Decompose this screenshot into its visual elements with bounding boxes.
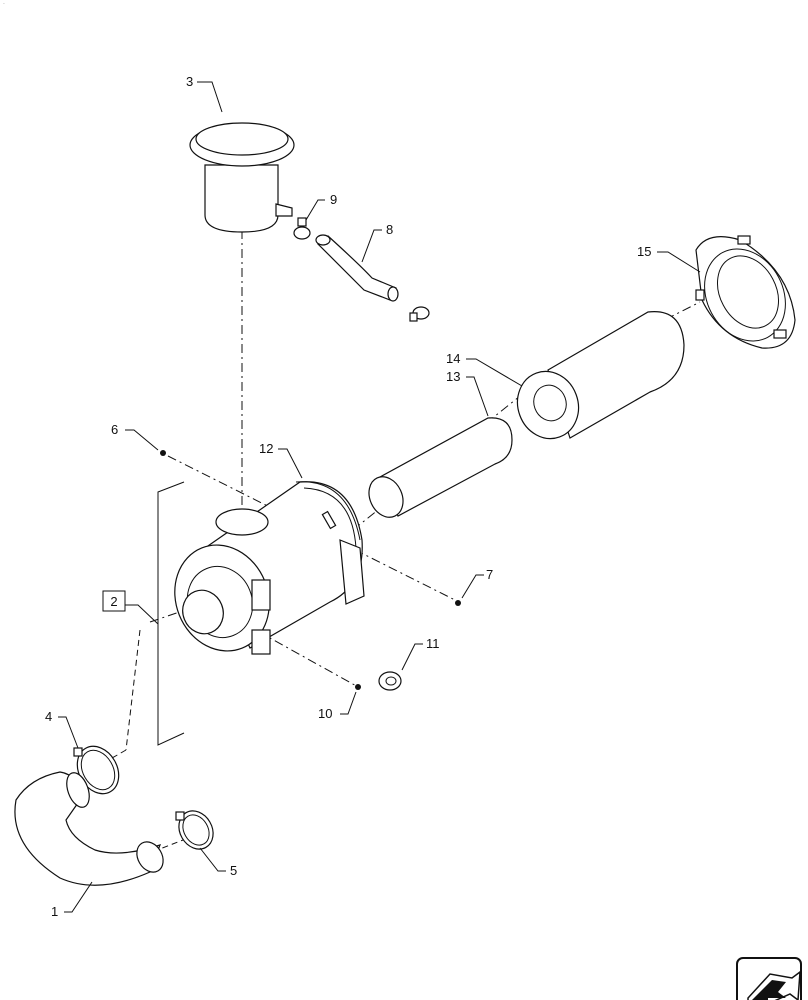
nav-arrow-fill <box>752 980 786 1000</box>
assembly-ref-leader <box>125 604 159 625</box>
assembly-ref-box: 2 <box>102 590 159 625</box>
housing-bracket-foot <box>251 629 271 655</box>
callout-15: 15 <box>637 244 651 259</box>
leader-15 <box>657 251 701 273</box>
leader-12 <box>278 448 303 479</box>
housing-outlet <box>182 589 224 635</box>
cover-opening <box>717 255 779 329</box>
housing-band-2 <box>303 487 357 549</box>
part-plug-11 <box>378 671 402 691</box>
part-safety-filter <box>368 417 513 518</box>
housing-latch <box>321 510 337 530</box>
leader-9 <box>305 199 325 221</box>
nut-7 <box>455 600 461 606</box>
callout-6: 6 <box>111 422 118 437</box>
elbow-hose-bottom-end <box>136 841 164 873</box>
part-housing <box>174 481 365 655</box>
precleaner-nipple <box>275 203 293 217</box>
clamp-9-screw <box>297 217 307 227</box>
cover-latch-left <box>695 289 705 301</box>
centerline-filters <box>337 387 531 543</box>
part-end-cover <box>695 235 796 349</box>
housing-bracket-left <box>251 579 271 611</box>
next-page-arrow-icon[interactable] <box>736 957 802 1000</box>
callout-14: 14 <box>446 351 460 366</box>
assembly-ref-box-frame <box>102 590 126 612</box>
part-primary-filter <box>516 311 685 440</box>
callout-9: 9 <box>330 192 337 207</box>
primary-filter-bore <box>533 384 567 422</box>
leader-14 <box>466 358 523 387</box>
callout-13: 13 <box>446 369 460 384</box>
callout-labels: 3 9 8 15 14 13 12 6 7 11 10 4 5 1 <box>45 74 651 919</box>
leader-lines <box>58 81 701 913</box>
cover-inner-ring <box>704 248 786 342</box>
precleaner-body <box>204 164 279 233</box>
part-hose-8 <box>315 234 399 302</box>
clamp-4-inner <box>80 749 116 791</box>
clamp-5-screw <box>175 811 185 821</box>
leader-5 <box>199 847 226 872</box>
leader-11 <box>401 643 423 671</box>
callout-5: 5 <box>230 863 237 878</box>
part-clamp-5 <box>175 810 214 850</box>
leader-3 <box>197 81 223 113</box>
callout-11: 11 <box>426 636 440 651</box>
callout-1: 1 <box>51 904 58 919</box>
leader-13 <box>466 376 489 417</box>
callout-4: 4 <box>45 709 52 724</box>
clamp-5-inner <box>182 814 210 846</box>
housing-inlet-port <box>215 508 269 536</box>
hose-end-bottom <box>387 286 399 302</box>
clamp-bottom-screw <box>409 312 418 322</box>
dashed-clamp5-line <box>151 834 197 853</box>
part-clamp-4 <box>73 745 120 795</box>
housing-bracket-right <box>339 539 365 605</box>
leader-4 <box>58 716 79 749</box>
callout-8: 8 <box>386 222 393 237</box>
bolt-6 <box>160 450 166 456</box>
primary-filter-end <box>516 370 580 440</box>
safety-filter-end <box>368 476 404 518</box>
centerlines <box>99 230 701 853</box>
nut-10 <box>355 684 361 690</box>
safety-filter-body <box>379 417 513 517</box>
part-elbow-hose <box>14 771 164 886</box>
precleaner-top <box>195 122 289 156</box>
leader-8 <box>361 229 382 263</box>
part-precleaner <box>189 122 295 233</box>
leader-10 <box>340 691 357 715</box>
plug-11 <box>378 671 402 691</box>
elbow-hose-top-end <box>66 772 90 808</box>
leader-7 <box>461 574 484 599</box>
part-small-clamp-top <box>293 217 311 240</box>
callout-7: 7 <box>486 567 493 582</box>
dashed-hose-line <box>125 629 141 751</box>
clamp-4-screw <box>73 747 83 757</box>
leader-6 <box>125 429 159 451</box>
cover-latch-right <box>773 329 787 339</box>
plug-11-inner <box>385 676 397 686</box>
assembly-ref-number: 2 <box>110 594 117 609</box>
clamp-5-ring <box>178 810 214 850</box>
part-small-clamp-bottom <box>409 306 430 322</box>
callout-3: 3 <box>186 74 193 89</box>
leader-1 <box>64 881 93 913</box>
housing-band-1 <box>295 481 361 541</box>
vacuator-hose <box>317 235 397 301</box>
clamp-9 <box>293 226 311 240</box>
callout-12: 12 <box>259 441 273 456</box>
primary-filter-body <box>547 311 685 439</box>
hose-end-top <box>315 234 331 246</box>
callout-10: 10 <box>318 706 332 721</box>
corner-mark: ` <box>3 4 5 10</box>
assembly-bracket <box>157 481 185 746</box>
cover-latch-top <box>737 235 751 245</box>
